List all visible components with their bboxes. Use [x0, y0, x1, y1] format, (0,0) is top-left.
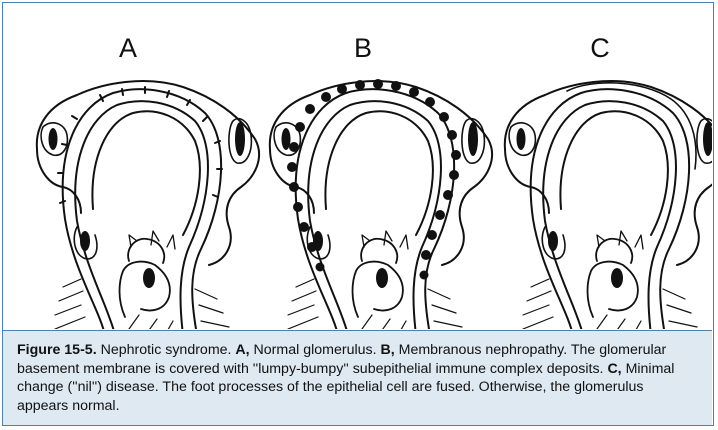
- glomerulus-illustration: A B C: [3, 3, 712, 329]
- caption-label-b: B,: [381, 342, 395, 358]
- caption-label-a: A,: [235, 342, 249, 358]
- figure: A B C: [2, 2, 714, 426]
- figure-number: Figure 15-5.: [17, 342, 97, 358]
- caption-label-c: C,: [607, 361, 621, 377]
- caption-text-2: Normal glomerulus.: [250, 342, 381, 358]
- caption-text-1: Nephrotic syndrome.: [97, 342, 236, 358]
- figure-caption: Figure 15-5. Nephrotic syndrome. A, Norm…: [3, 330, 712, 425]
